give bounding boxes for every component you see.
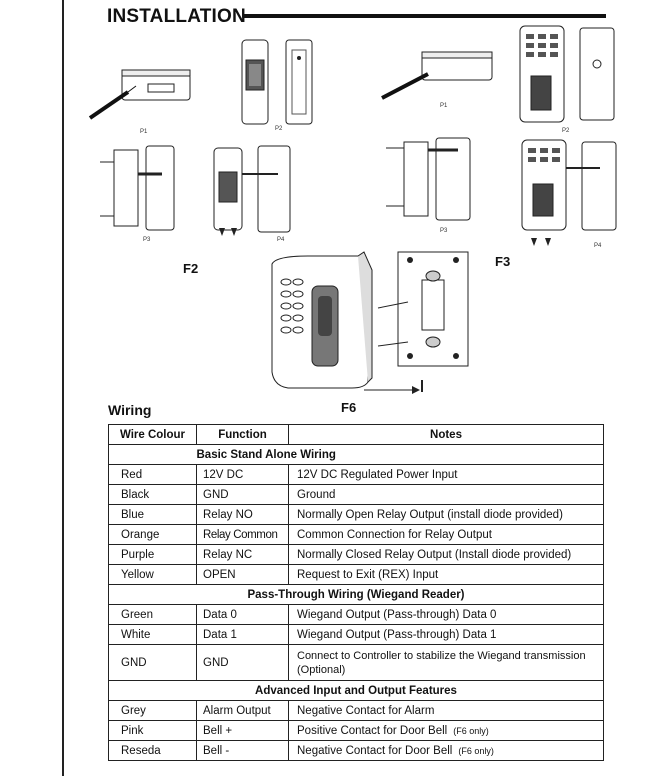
table-cell: Red (108, 464, 197, 485)
table-cell: Relay NC (196, 544, 289, 565)
table-cell: GND (108, 644, 197, 681)
table-cell: Bell + (196, 720, 289, 741)
pink-note: Positive Contact for Door Bell (297, 724, 448, 737)
figure-label-f3: F3 (495, 254, 511, 269)
f3-p4-illustration (520, 138, 620, 246)
wiring-table: Wire Colour Function Notes Basic Stand A… (108, 424, 604, 761)
table-cell: Purple (108, 544, 197, 565)
table-cell: Advanced Input and Output Features (108, 680, 604, 701)
table-cell: Blue (108, 504, 197, 525)
table-cell: White (108, 624, 197, 645)
table-cell: Yellow (108, 564, 197, 585)
f2-p4-illustration (212, 144, 304, 236)
title-underline (244, 14, 606, 18)
table-cell: Wiegand Output (Pass-through) Data 0 (288, 604, 604, 625)
table-cell: Negative Contact for Alarm (288, 700, 604, 721)
table-cell: Black (108, 484, 197, 505)
figure-label-f6: F6 (341, 400, 357, 415)
page-margin-rule (62, 0, 64, 776)
caption-f3-p4: P4 (594, 243, 602, 249)
f2-p1-illustration (84, 68, 194, 130)
table-cell: GND (196, 644, 289, 681)
table-cell (108, 444, 197, 465)
pink-note-small: (F6 only) (453, 725, 489, 736)
table-cell: OPEN (196, 564, 289, 585)
reseda-note: Negative Contact for Door Bell (297, 744, 453, 757)
table-cell: Normally Closed Relay Output (Install di… (288, 544, 604, 565)
table-cell: Green (108, 604, 197, 625)
f2-p2-illustration (236, 38, 316, 128)
table-cell: Reseda (108, 740, 197, 761)
table-cell: Ground (288, 484, 604, 505)
page-title: INSTALLATION (107, 6, 246, 27)
f2-p3-illustration (100, 144, 180, 234)
table-cell: Basic Stand Alone Wiring (196, 444, 604, 465)
f6-illustration (268, 246, 508, 394)
group-header-basic: Basic Stand Alone Wiring (108, 444, 604, 465)
f3-p1-illustration (378, 50, 498, 106)
table-cell: Data 1 (196, 624, 289, 645)
table-cell: Relay NO (196, 504, 289, 525)
table-cell: Normally Open Relay Output (install diod… (288, 504, 604, 525)
table-cell: Bell - (196, 740, 289, 761)
table-cell: Orange (108, 524, 197, 545)
header-wire-colour: Wire Colour (108, 424, 197, 445)
gnd-note-line1: Connect to Controller to stabilize the W… (297, 649, 586, 662)
caption-f2-p3: P3 (143, 237, 151, 243)
table-cell: Negative Contact for Door Bell (F6 only) (288, 740, 604, 761)
reseda-note-small: (F6 only) (458, 745, 494, 756)
f3-p3-illustration (386, 136, 476, 226)
group-header-pass-through: Pass-Through Wiring (Wiegand Reader) (108, 584, 604, 605)
header-function: Function (196, 424, 289, 445)
table-cell: Connect to Controller to stabilize the W… (288, 644, 604, 681)
table-cell: GND (196, 484, 289, 505)
group-header-advanced: Advanced Input and Output Features (108, 680, 604, 701)
table-cell: 12V DC (196, 464, 289, 485)
caption-f3-p1: P1 (440, 103, 448, 109)
table-cell: Wiegand Output (Pass-through) Data 1 (288, 624, 604, 645)
table-cell: Pass-Through Wiring (Wiegand Reader) (108, 584, 604, 605)
caption-f2-p4: P4 (277, 237, 285, 243)
table-cell: Request to Exit (REX) Input (288, 564, 604, 585)
table-cell: Relay Common (196, 524, 289, 545)
caption-f2-p2: P2 (275, 126, 283, 132)
f3-p2-illustration (518, 24, 618, 126)
header-notes: Notes (288, 424, 604, 445)
figure-label-f2: F2 (183, 261, 199, 276)
caption-f2-p1: P1 (140, 129, 148, 135)
table-cell: Data 0 (196, 604, 289, 625)
caption-f3-p3: P3 (440, 228, 448, 234)
table-cell: Pink (108, 720, 197, 741)
table-cell: Alarm Output (196, 700, 289, 721)
table-header-row: Wire Colour Function Notes (108, 424, 604, 445)
table-cell: Grey (108, 700, 197, 721)
gnd-note-line2: (Optional) (297, 663, 346, 676)
caption-f3-p2: P2 (562, 128, 570, 134)
table-cell: Positive Contact for Door Bell (F6 only) (288, 720, 604, 741)
table-cell: Common Connection for Relay Output (288, 524, 604, 545)
wiring-heading: Wiring (108, 402, 152, 418)
table-cell: 12V DC Regulated Power Input (288, 464, 604, 485)
